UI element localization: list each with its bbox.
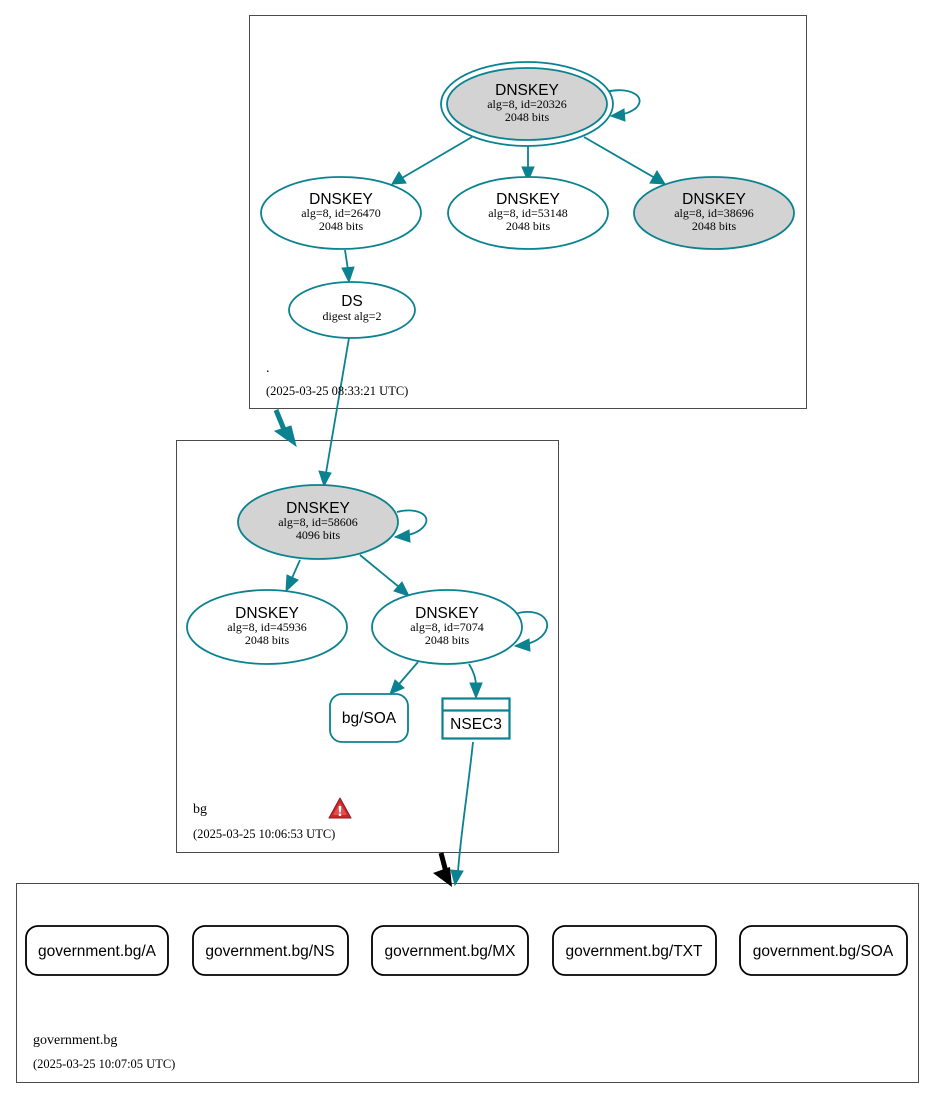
node-root-zsk-a-alg: alg=8, id=26470 xyxy=(301,206,381,220)
record-government-soa: government.bg/SOA xyxy=(739,925,908,976)
record-government-soa-label: government.bg/SOA xyxy=(753,943,894,960)
node-bg-zsk-a-title: DNSKEY xyxy=(235,605,299,622)
edge-root-ksk-to-zsk-b xyxy=(521,146,535,183)
node-bg-zsk-b-alg: alg=8, id=7074 xyxy=(410,620,484,634)
edge-nsec3-to-government xyxy=(450,741,474,887)
node-root-zsk-c-title: DNSKEY xyxy=(682,191,746,208)
node-bg-zsk-b-dnskey: DNSKEY alg=8, id=7074 2048 bits xyxy=(371,589,523,665)
warning-icon: ! xyxy=(328,797,352,820)
warning-icon-glyph: ! xyxy=(337,805,343,820)
edge-root-ksk-to-zsk-a xyxy=(391,136,473,185)
zone-bg-name: bg xyxy=(193,802,207,817)
node-root-zsk-b-bits: 2048 bits xyxy=(506,219,551,233)
node-bg-zsk-a-dnskey: DNSKEY alg=8, id=45936 2048 bits xyxy=(186,589,348,665)
node-bg-ksk-dnskey: DNSKEY alg=8, id=58606 4096 bits xyxy=(237,484,399,560)
zone-government-timestamp: (2025-03-25 10:07:05 UTC) xyxy=(33,1057,175,1071)
edge-delegation-root-to-bg xyxy=(273,409,297,448)
node-bg-zsk-a-alg: alg=8, id=45936 xyxy=(227,620,307,634)
node-bg-zsk-b-title: DNSKEY xyxy=(415,605,479,622)
node-root-ksk-title: DNSKEY xyxy=(495,82,559,99)
record-government-a: government.bg/A xyxy=(25,925,169,976)
node-root-ksk-alg: alg=8, id=20326 xyxy=(487,97,567,111)
node-bg-zsk-b-bits: 2048 bits xyxy=(425,633,470,647)
node-root-zsk-b-title: DNSKEY xyxy=(496,191,560,208)
record-government-ns-label: government.bg/NS xyxy=(205,943,334,960)
edge-bg-ksk-self xyxy=(393,509,428,543)
zone-root-name: . xyxy=(266,361,270,376)
node-root-ds-title: DS xyxy=(341,293,363,310)
zone-bg-timestamp: (2025-03-25 10:06:53 UTC) xyxy=(193,827,335,841)
edge-ds-to-bg-ksk xyxy=(318,337,350,488)
record-government-ns: government.bg/NS xyxy=(192,925,349,976)
node-bg-ksk-title: DNSKEY xyxy=(286,500,350,517)
edge-root-ksk-to-zsk-c xyxy=(583,136,666,185)
node-bg-nsec3-label: NSEC3 xyxy=(450,716,502,733)
node-root-zsk-b-alg: alg=8, id=53148 xyxy=(488,206,568,220)
node-bg-zsk-a-bits: 2048 bits xyxy=(245,633,290,647)
node-root-ds: DS digest alg=2 xyxy=(288,281,416,339)
node-root-zsk-c-bits: 2048 bits xyxy=(692,219,737,233)
node-bg-soa-label: bg/SOA xyxy=(342,710,397,727)
edge-root-zsk-a-to-ds xyxy=(341,249,355,284)
zone-government-name: government.bg xyxy=(33,1033,117,1048)
edge-bg-ksk-to-zsk-a xyxy=(285,559,301,593)
edge-root-ksk-self xyxy=(605,89,641,122)
node-bg-soa: bg/SOA xyxy=(329,693,409,743)
node-root-ksk-bits: 2048 bits xyxy=(505,110,550,124)
node-root-ds-digest: digest alg=2 xyxy=(322,309,381,323)
node-root-zsk-a-bits: 2048 bits xyxy=(319,219,364,233)
zone-government-box xyxy=(16,883,919,1083)
node-root-zsk-c-dnskey: DNSKEY alg=8, id=38696 2048 bits xyxy=(633,176,795,250)
edge-bg-zsk-b-self xyxy=(513,611,549,652)
record-government-a-label: government.bg/A xyxy=(38,943,157,960)
edge-bg-zsk-b-to-soa xyxy=(389,661,419,695)
node-root-zsk-a-title: DNSKEY xyxy=(309,191,373,208)
record-government-txt: government.bg/TXT xyxy=(552,925,717,976)
edge-bg-ksk-to-zsk-b xyxy=(359,554,410,597)
node-bg-ksk-bits: 4096 bits xyxy=(296,528,341,542)
node-bg-nsec3: NSEC3 xyxy=(441,697,511,740)
edge-bg-zsk-b-to-nsec3 xyxy=(468,663,483,700)
node-root-zsk-a-dnskey: DNSKEY alg=8, id=26470 2048 bits xyxy=(260,176,422,250)
node-bg-ksk-alg: alg=8, id=58606 xyxy=(278,515,358,529)
record-government-mx: government.bg/MX xyxy=(371,925,529,976)
node-root-zsk-b-dnskey: DNSKEY alg=8, id=53148 2048 bits xyxy=(447,176,609,250)
zone-root-timestamp: (2025-03-25 08:33:21 UTC) xyxy=(266,384,408,398)
edge-delegation-bg-to-government xyxy=(433,852,452,887)
record-government-txt-label: government.bg/TXT xyxy=(566,943,704,960)
node-root-zsk-c-alg: alg=8, id=38696 xyxy=(674,206,754,220)
record-government-mx-label: government.bg/MX xyxy=(385,943,517,960)
node-root-ksk-dnskey: DNSKEY alg=8, id=20326 2048 bits xyxy=(440,61,614,147)
